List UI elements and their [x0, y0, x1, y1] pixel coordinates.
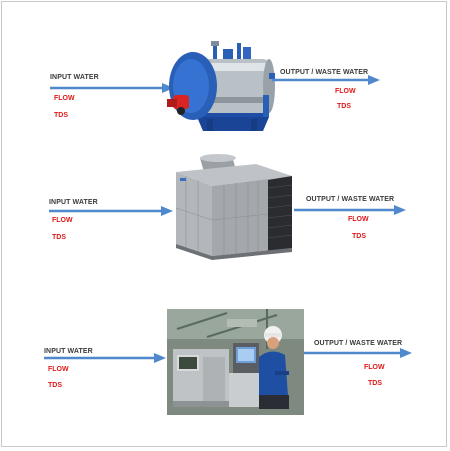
- input-water-label: INPUT WATER: [49, 199, 98, 206]
- input-tds-metric: TDS: [54, 112, 68, 119]
- input-water-label: INPUT WATER: [50, 74, 99, 81]
- output-tds-metric: TDS: [368, 380, 382, 387]
- output-water-label: OUTPUT / WASTE WATER: [306, 196, 395, 203]
- input-flow-metric: FLOW: [52, 217, 73, 224]
- input-flow-metric: FLOW: [54, 95, 75, 102]
- input-water-label: INPUT WATER: [44, 348, 93, 355]
- input-tds-metric: TDS: [48, 382, 62, 389]
- output-flow-metric: FLOW: [335, 88, 356, 95]
- output-arrow: [272, 75, 380, 85]
- output-arrow: [304, 348, 412, 358]
- output-water-label: OUTPUT / WASTE WATER: [280, 69, 369, 76]
- output-arrow: [294, 205, 406, 215]
- output-tds-metric: TDS: [352, 233, 366, 240]
- input-flow-metric: FLOW: [48, 366, 69, 373]
- boiler-image: [167, 41, 275, 131]
- input-arrow: [50, 83, 174, 93]
- cooling-tower-image: [175, 154, 293, 260]
- input-arrow: [44, 353, 166, 363]
- input-tds-metric: TDS: [52, 234, 66, 241]
- output-tds-metric: TDS: [337, 103, 351, 110]
- output-water-label: OUTPUT / WASTE WATER: [314, 340, 403, 347]
- processing-machine-image: [167, 309, 304, 415]
- output-flow-metric: FLOW: [348, 216, 369, 223]
- input-arrow: [49, 206, 173, 216]
- output-flow-metric: FLOW: [364, 364, 385, 371]
